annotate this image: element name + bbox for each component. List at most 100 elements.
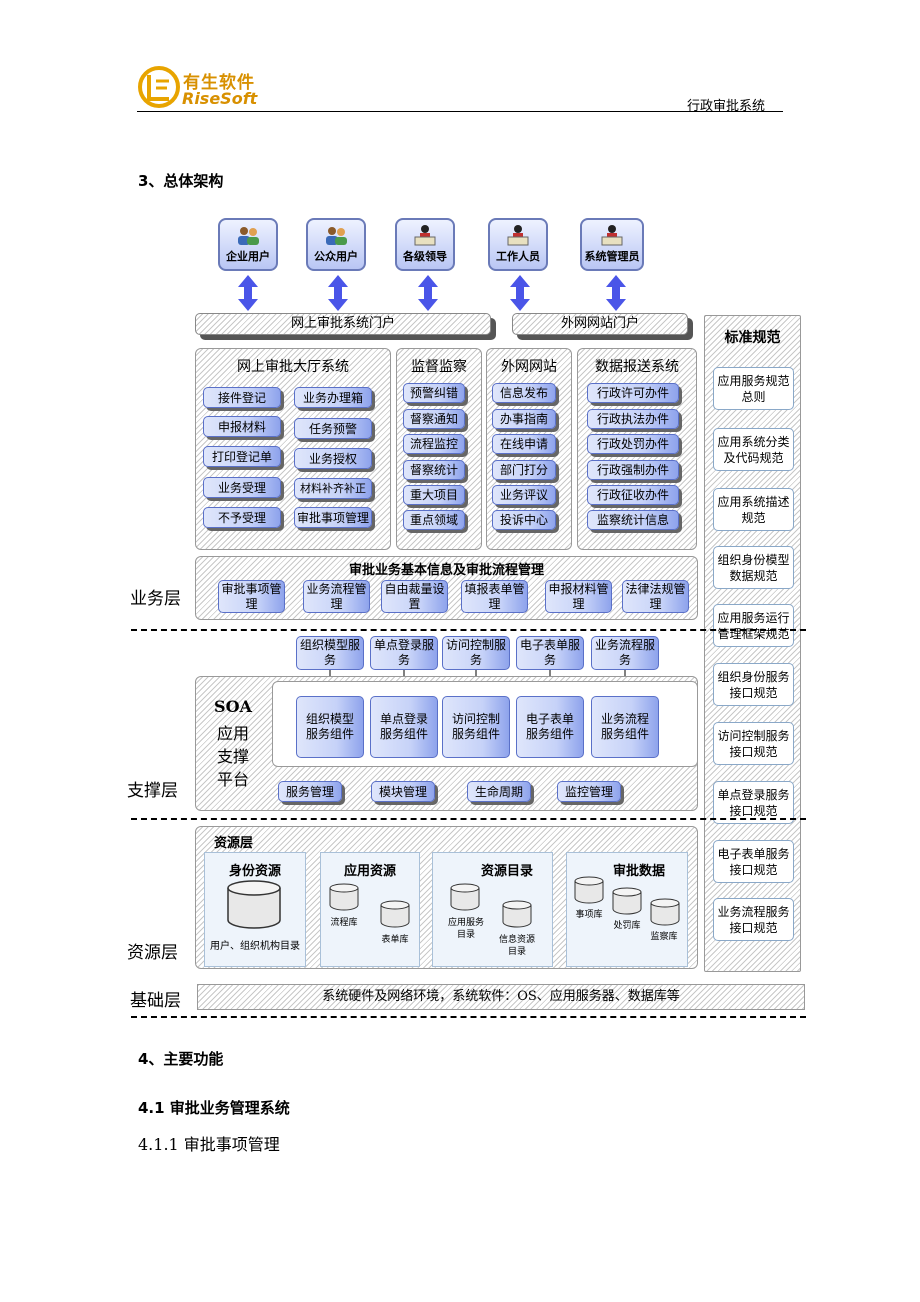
user-label: 公众用户 (314, 250, 358, 263)
standard-item[interactable]: 组织身份模型数据规范 (713, 546, 794, 589)
user-public[interactable]: 公众用户 (306, 218, 366, 271)
hall-item[interactable]: 材料补齐补正 (294, 478, 372, 499)
user-staff[interactable]: 工作人员 (488, 218, 548, 271)
datareport-item[interactable]: 行政强制办件 (587, 460, 679, 480)
layer-support: 支撑层 (127, 781, 178, 801)
base-panel: 系统硬件及网络环境，系统软件：OS、应用服务器、数据库等 (197, 984, 805, 1010)
basic-title: 审批业务基本信息及审批流程管理 (348, 563, 544, 578)
layer-divider (131, 629, 806, 631)
catalog-title: 资源目录 (480, 864, 533, 879)
standard-item[interactable]: 应用系统描述规范 (713, 488, 794, 531)
soa-line: 支撑 (216, 747, 249, 766)
extweb-item[interactable]: 办事指南 (492, 409, 556, 429)
soa-mgmt[interactable]: 模块管理 (371, 781, 435, 802)
standard-item[interactable]: 应用服务规范总则 (713, 367, 794, 410)
soa-mgmt[interactable]: 监控管理 (557, 781, 621, 802)
supervision-item[interactable]: 督察统计 (403, 460, 465, 480)
basic-item[interactable]: 自由裁量设置 (381, 580, 448, 613)
extweb-item[interactable]: 在线申请 (492, 434, 556, 454)
soa-line: 平台 (216, 770, 249, 789)
hall-item[interactable]: 业务受理 (203, 477, 281, 498)
db-label: 表单库 (381, 935, 409, 945)
section-4-heading: 4、主要功能 (138, 1050, 224, 1068)
service-item[interactable]: 业务流程服务 (591, 636, 659, 670)
database-icon (574, 876, 604, 904)
database-icon (502, 900, 532, 928)
extweb-item[interactable]: 投诉中心 (492, 510, 556, 530)
extweb-item[interactable]: 部门打分 (492, 460, 556, 480)
db-label: 处罚库 (613, 921, 641, 931)
database-icon (612, 887, 642, 915)
soa-mgmt[interactable]: 生命周期 (467, 781, 531, 802)
risesoft-logo-icon (138, 66, 180, 108)
basic-item[interactable]: 申报材料管理 (545, 580, 612, 613)
portal-approval[interactable]: 网上审批系统门户 (195, 313, 491, 335)
basic-item[interactable]: 业务流程管理 (303, 580, 370, 613)
hall-item[interactable]: 业务授权 (294, 448, 372, 469)
supervision-item[interactable]: 重大项目 (403, 485, 465, 505)
identity-title: 身份资源 (228, 864, 281, 879)
desk-user-icon (601, 225, 623, 246)
user-label: 企业用户 (226, 250, 270, 263)
datareport-title: 数据报送系统 (595, 359, 679, 375)
user-label: 系统管理员 (584, 250, 640, 263)
supervision-item[interactable]: 重点领域 (403, 510, 465, 530)
resource-title: 资源层 (214, 836, 254, 851)
hall-item[interactable]: 打印登记单 (203, 446, 281, 467)
datareport-item[interactable]: 监察统计信息 (587, 510, 679, 530)
catalog-box (432, 852, 553, 967)
basic-item[interactable]: 审批事项管理 (218, 580, 285, 613)
soa-component[interactable]: 业务流程服务组件 (591, 696, 659, 758)
extweb-item[interactable]: 业务评议 (492, 485, 556, 505)
datareport-item[interactable]: 行政处罚办件 (587, 434, 679, 454)
section-3-heading: 3、总体架构 (138, 172, 224, 190)
hall-item[interactable]: 业务办理箱 (294, 387, 372, 408)
hall-item[interactable]: 任务预警 (294, 418, 372, 439)
service-item[interactable]: 组织模型服务 (296, 636, 364, 670)
database-icon (450, 883, 480, 911)
soa-component[interactable]: 组织模型服务组件 (296, 696, 364, 758)
user-admin[interactable]: 系统管理员 (580, 218, 644, 271)
hall-item[interactable]: 审批事项管理 (294, 507, 372, 528)
section-41-heading: 4.1 审批业务管理系统 (138, 1099, 290, 1117)
users-icon (326, 227, 347, 245)
standard-item[interactable]: 应用系统分类及代码规范 (713, 428, 794, 471)
hall-item[interactable]: 申报材料 (203, 416, 281, 437)
approval-title: 审批数据 (612, 864, 665, 879)
soa-mgmt[interactable]: 服务管理 (278, 781, 342, 802)
service-item[interactable]: 单点登录服务 (370, 636, 438, 670)
desk-user-icon (507, 225, 529, 246)
extweb-item[interactable]: 信息发布 (492, 383, 556, 403)
layer-base: 基础层 (130, 991, 181, 1011)
supervision-item[interactable]: 督察通知 (403, 409, 465, 429)
soa-component[interactable]: 单点登录服务组件 (370, 696, 438, 758)
standard-item[interactable]: 单点登录服务接口规范 (713, 781, 794, 824)
supervision-item[interactable]: 流程监控 (403, 434, 465, 454)
service-item[interactable]: 电子表单服务 (516, 636, 584, 670)
soa-component[interactable]: 电子表单服务组件 (516, 696, 584, 758)
standard-item[interactable]: 访问控制服务接口规范 (713, 722, 794, 765)
basic-item[interactable]: 填报表单管理 (461, 580, 528, 613)
doc-title: 行政审批系统 (687, 99, 766, 114)
datareport-item[interactable]: 行政执法办件 (587, 409, 679, 429)
user-label: 各级领导 (403, 250, 447, 263)
service-item[interactable]: 访问控制服务 (442, 636, 510, 670)
user-label: 工作人员 (496, 250, 540, 263)
portal-external[interactable]: 外网网站门户 (512, 313, 688, 335)
soa-component[interactable]: 访问控制服务组件 (442, 696, 510, 758)
standard-item[interactable]: 电子表单服务接口规范 (713, 840, 794, 883)
logo: 有生软件 RiseSoft (137, 64, 262, 110)
desk-user-icon (414, 225, 436, 246)
standard-item[interactable]: 业务流程服务接口规范 (713, 898, 794, 941)
supervision-item[interactable]: 预警纠错 (403, 383, 465, 403)
hall-item[interactable]: 不予受理 (203, 507, 281, 528)
standard-item[interactable]: 应用服务运行管理框架规范 (713, 604, 794, 647)
standard-item[interactable]: 组织身份服务接口规范 (713, 663, 794, 706)
datareport-item[interactable]: 行政征收办件 (587, 485, 679, 505)
basic-item[interactable]: 法律法规管理 (622, 580, 689, 613)
user-leaders[interactable]: 各级领导 (395, 218, 455, 271)
hall-item[interactable]: 接件登记 (203, 387, 281, 408)
user-enterprise[interactable]: 企业用户 (218, 218, 278, 271)
datareport-item[interactable]: 行政许可办件 (587, 383, 679, 403)
identity-label: 用户、组织机构目录 (210, 941, 300, 952)
